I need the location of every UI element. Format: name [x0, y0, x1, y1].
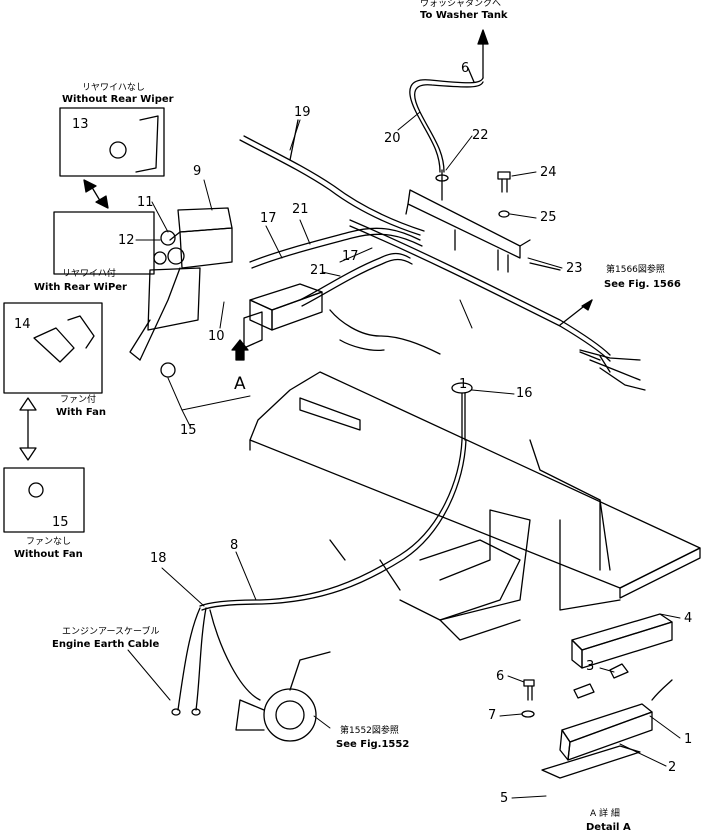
callout-17-upper: 17	[260, 211, 277, 226]
leader-lines	[127, 111, 681, 799]
relay-box	[243, 283, 323, 349]
box-with-rear-wiper	[53, 211, 155, 275]
callout-8: 8	[230, 538, 239, 553]
detail-a-parts	[521, 613, 673, 779]
fig1552-label: See Fig.1552	[336, 739, 410, 750]
switch-14	[33, 327, 75, 363]
callout-6: 6	[496, 669, 505, 684]
switch-14-body	[67, 315, 95, 349]
with-fan-label: With Fan	[56, 407, 106, 418]
without-rear-wiper-label: Without Rear Wiper	[62, 94, 174, 105]
box-without-rear-wiper	[59, 107, 165, 177]
earth-cable-label: Engine Earth Cable	[52, 639, 160, 650]
harness-8	[171, 439, 467, 716]
fig1566-label: See Fig. 1566	[604, 279, 681, 290]
callout-4: 4	[684, 611, 693, 626]
callout-2: 2	[668, 760, 677, 775]
box-with-fan	[3, 302, 103, 394]
washer-hose	[409, 29, 489, 173]
with-fan-label-jp: ファン付	[60, 395, 97, 405]
grommet-16	[451, 382, 473, 441]
callout-15: 15	[180, 423, 197, 438]
panel-13	[135, 115, 159, 173]
callout-11: 11	[137, 195, 154, 210]
washer-tank-label: To Washer Tank	[420, 10, 508, 21]
fig1552-label-jp: 第1552図参照	[340, 726, 399, 736]
callout-17-lower: 17	[342, 249, 359, 264]
callout-3: 3	[586, 659, 595, 674]
bracket-23	[405, 169, 561, 273]
cable-19	[239, 119, 425, 236]
fig1566-label-jp: 第1566図参照	[606, 265, 665, 275]
with-rear-wiper-label: With Rear WiPer	[34, 282, 127, 293]
callout-10: 10	[208, 329, 225, 344]
without-fan-label: Without Fan	[14, 549, 83, 560]
double-arrow-wiper	[83, 179, 109, 209]
callout-18: 18	[150, 551, 167, 566]
harness-1	[349, 219, 646, 391]
callout-19: 19	[294, 105, 311, 120]
with-rear-wiper-label-jp: リヤワイハ付	[62, 269, 116, 279]
callout-25: 25	[540, 210, 557, 225]
earth-cable-label-jp: エンジンアースケーブル	[62, 627, 160, 637]
callout-24: 24	[540, 165, 557, 180]
detail-a-label: Detail A	[586, 822, 631, 833]
without-fan-label-jp: ファンなし	[26, 537, 72, 547]
callout-6-top: 6	[461, 61, 470, 76]
knob-13	[109, 141, 127, 159]
callout-12: 12	[118, 233, 135, 248]
callout-1: 1	[459, 377, 468, 392]
callout-5: 5	[500, 791, 509, 806]
box-without-fan	[3, 467, 85, 533]
double-arrow-fan	[19, 397, 37, 461]
washer-tank-label-jp: ウォッシャタンクへ	[420, 0, 502, 9]
callout-7: 7	[488, 708, 497, 723]
knob-15	[28, 482, 44, 498]
view-marker-a: A	[234, 374, 246, 394]
knob-15b	[160, 362, 176, 378]
callout-16: 16	[516, 386, 533, 401]
callout-9: 9	[193, 164, 202, 179]
callout-20: 20	[384, 131, 401, 146]
main-plate	[249, 371, 701, 641]
callout-14: 14	[14, 317, 31, 332]
callout-23: 23	[566, 261, 583, 276]
callout-21-lower: 21	[310, 263, 327, 278]
motor	[235, 651, 331, 742]
without-rear-wiper-label-jp: リヤワイハなし	[82, 83, 145, 93]
view-arrow	[231, 339, 249, 361]
callout-13: 13	[72, 117, 89, 132]
callout-22: 22	[472, 128, 489, 143]
bolt-24	[497, 171, 511, 218]
callout-21-upper: 21	[292, 202, 309, 217]
detail-a-label-jp: A 詳 細	[590, 809, 620, 819]
callout-15-box: 15	[52, 515, 69, 530]
callout-1-detail: 1	[684, 732, 693, 747]
